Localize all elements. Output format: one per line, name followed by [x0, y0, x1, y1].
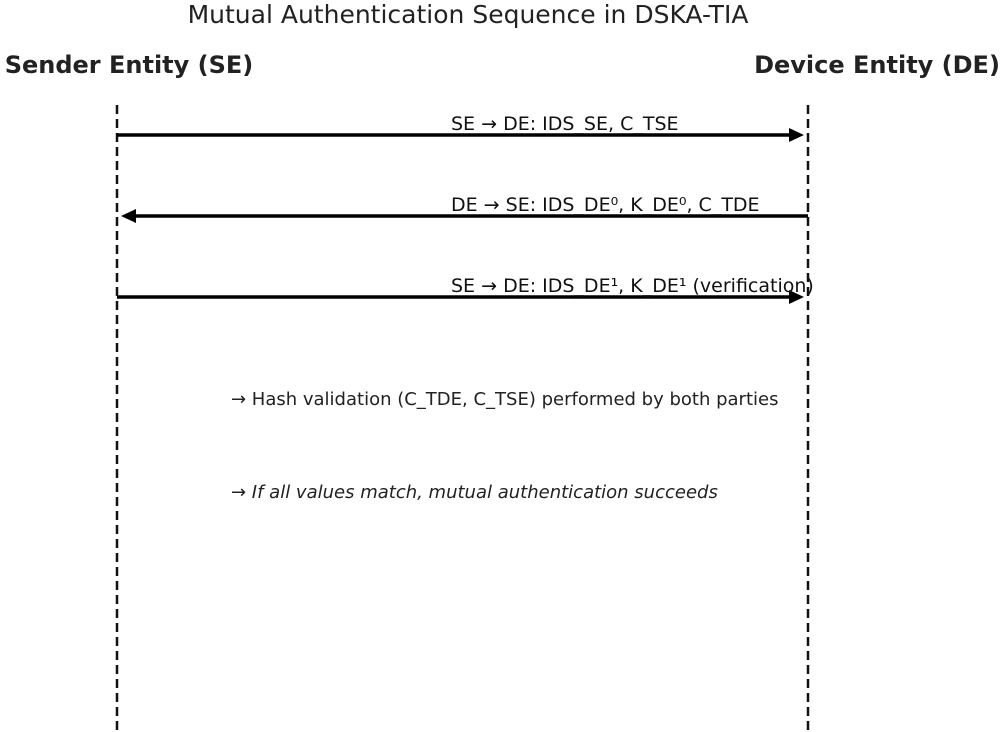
message-1-label: SE → DE: IDS_SE, C_TSE	[451, 113, 679, 135]
message-2-label: DE → SE: IDS_DE⁰, K_DE⁰, C_TDE	[451, 194, 760, 216]
message-2: DE → SE: IDS_DE⁰, K_DE⁰, C_TDE	[121, 194, 808, 223]
message-3: SE → DE: IDS_DE¹, K_DE¹ (verification)	[117, 275, 814, 304]
note-hash-validation: → Hash validation (C_TDE, C_TSE) perform…	[231, 389, 778, 410]
actor-label-se: Sender Entity (SE)	[5, 51, 254, 79]
note-authentication-result: → If all values match, mutual authentica…	[231, 482, 718, 503]
diagram-title: Mutual Authentication Sequence in DSKA-T…	[188, 0, 749, 29]
message-1-arrowhead	[789, 128, 804, 142]
message-3-label: SE → DE: IDS_DE¹, K_DE¹ (verification)	[451, 275, 814, 297]
message-3-arrowhead	[789, 290, 804, 304]
message-1: SE → DE: IDS_SE, C_TSE	[117, 113, 804, 142]
message-2-arrowhead	[121, 209, 136, 223]
actor-label-de: Device Entity (DE)	[754, 51, 1000, 79]
